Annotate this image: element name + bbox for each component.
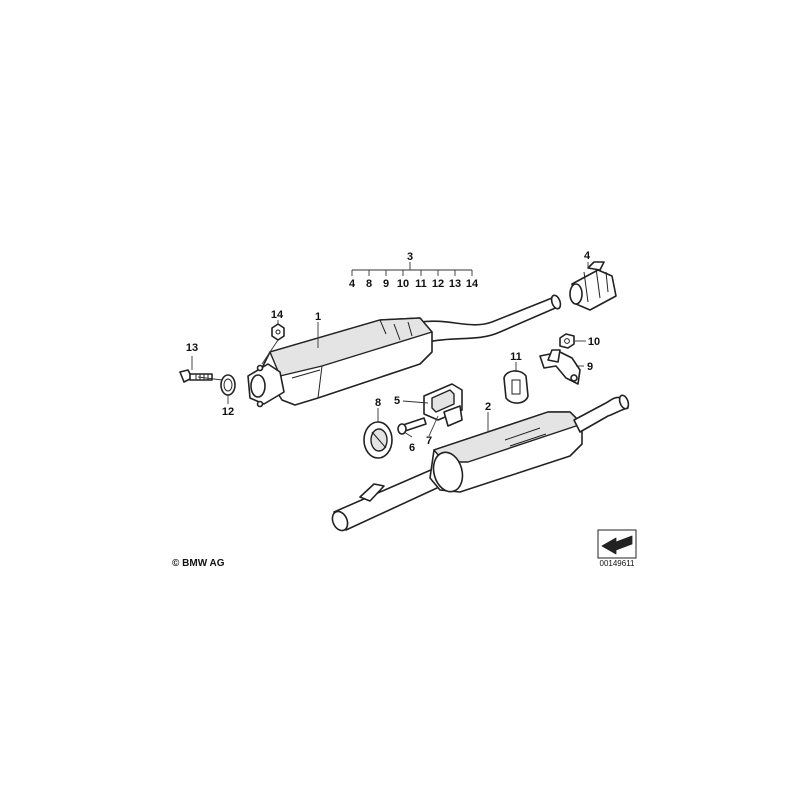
callout-10: 10 (588, 336, 600, 348)
callout-8: 8 (375, 397, 381, 409)
bracket-part-9 (539, 349, 581, 385)
callout-2: 2 (485, 401, 491, 413)
callout-1: 1 (315, 311, 321, 323)
callout-6: 6 (409, 442, 415, 454)
kit-item-12: 12 (432, 278, 444, 290)
leader-lines (191, 262, 589, 438)
callout-3: 3 (407, 251, 413, 263)
bolt-part-13 (179, 369, 213, 383)
callout-4: 4 (584, 250, 591, 262)
callout-5: 5 (394, 395, 400, 407)
copyright-label: © BMW AG (172, 558, 225, 569)
callout-9: 9 (587, 361, 593, 373)
rubber-mount-part-11 (503, 370, 529, 404)
hanger-bracket-part-5 (423, 383, 463, 427)
direction-arrow-icon (597, 529, 637, 559)
callout-7: 7 (426, 435, 432, 447)
kit-item-14: 14 (466, 278, 479, 290)
callout-labels: 3 4 8 9 10 11 12 13 14 4 1 14 13 12 10 1… (186, 250, 600, 454)
callout-12: 12 (222, 406, 234, 418)
document-number: 00149611 (600, 559, 636, 568)
gasket-part-12 (220, 374, 236, 396)
bolt-part-6 (397, 417, 427, 435)
callout-14: 14 (271, 309, 284, 321)
callout-11: 11 (510, 351, 522, 363)
nut-part-14 (271, 323, 285, 341)
rubber-ring-part-8 (363, 421, 393, 459)
kit-item-13: 13 (449, 278, 461, 290)
rear-silencer-part-2 (331, 394, 630, 532)
kit-item-10: 10 (397, 278, 409, 290)
kit-item-8: 8 (366, 278, 372, 290)
front-silencer-part-1 (247, 294, 562, 408)
callout-13: 13 (186, 342, 198, 354)
nut-part-10 (559, 333, 575, 349)
kit-item-11: 11 (415, 278, 427, 290)
kit-item-9: 9 (383, 278, 389, 290)
clamp-part-4 (569, 261, 617, 311)
kit-item-4: 4 (349, 278, 356, 290)
